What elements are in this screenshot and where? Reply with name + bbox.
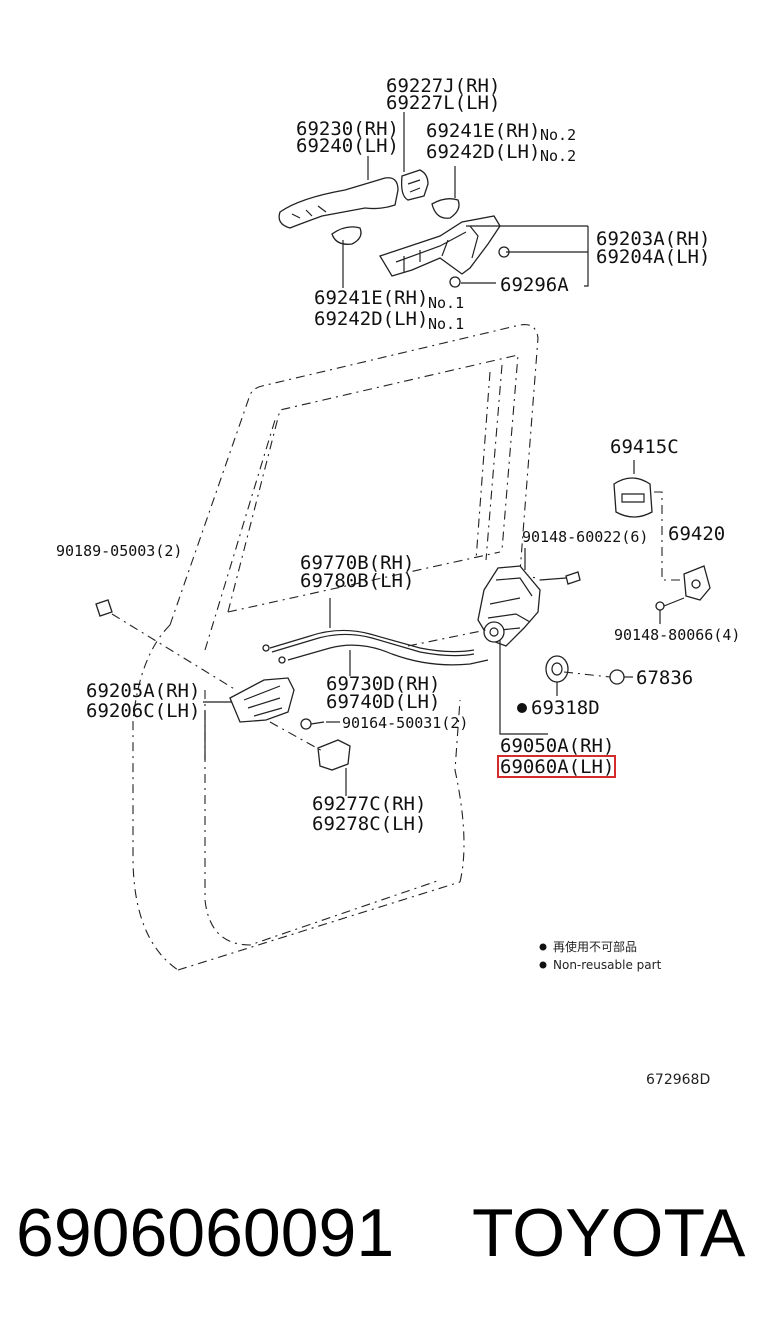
label-90148-80066: 90148-80066(4) bbox=[614, 626, 740, 644]
label-69278c: 69278C(LH) bbox=[312, 813, 426, 835]
legend-jp: 再使用不可部品 bbox=[553, 939, 637, 954]
label-69241e-top: 69241E(RH) bbox=[426, 120, 540, 142]
label-69242d-top: 69242D(LH) bbox=[426, 141, 540, 163]
highlight-box-69060a bbox=[497, 755, 616, 778]
label-69296a: 69296A bbox=[500, 274, 569, 296]
part-labels: 69227J(RH) 69227L(LH) 69230(RH) 69240(LH… bbox=[56, 75, 740, 835]
label-no1-b: No.1 bbox=[428, 315, 464, 333]
label-no2-a: No.2 bbox=[540, 126, 576, 144]
grommet-69318d bbox=[545, 655, 569, 683]
cap-67836 bbox=[609, 669, 625, 685]
handle-screw bbox=[300, 718, 312, 730]
label-69770b: 69770B(RH) bbox=[300, 552, 414, 574]
label-69241e-bot: 69241E(RH) bbox=[314, 287, 428, 309]
legend-dot-jp bbox=[539, 943, 547, 951]
label-90164: 90164-50031(2) bbox=[342, 714, 468, 732]
inside-handle-bezel bbox=[317, 739, 351, 771]
label-no1-a: No.1 bbox=[428, 294, 464, 312]
latch-bracket bbox=[654, 491, 711, 611]
legend-en: Non-reusable part bbox=[553, 958, 662, 972]
leader-lines bbox=[203, 112, 661, 796]
handle-pad-no2 bbox=[431, 198, 460, 219]
label-69277c: 69277C(RH) bbox=[312, 793, 426, 815]
label-69740d: 69740D(LH) bbox=[326, 691, 440, 713]
striker-plate bbox=[613, 460, 653, 518]
label-90148-60022: 90148-60022(6) bbox=[522, 528, 648, 546]
frame-bolt-2 bbox=[449, 276, 461, 288]
legend-dot-en bbox=[539, 961, 547, 969]
non-reusable-dot-69318d bbox=[517, 703, 527, 713]
label-69206c: 69206C(LH) bbox=[86, 700, 200, 722]
outside-handle bbox=[278, 177, 399, 229]
handle-pad-no1 bbox=[331, 226, 362, 245]
label-67836: 67836 bbox=[636, 667, 693, 689]
control-cables bbox=[262, 629, 489, 666]
footer-part-number: 6906060091 bbox=[16, 1195, 394, 1271]
label-69060a: 69060A(LH) bbox=[500, 756, 614, 778]
diagram-code: 672968D bbox=[646, 1072, 710, 1088]
label-no2-b: No.2 bbox=[540, 147, 576, 165]
bracket-screw bbox=[655, 601, 665, 611]
label-69230: 69230(RH) bbox=[296, 118, 399, 140]
label-69415c: 69415C bbox=[610, 436, 679, 458]
label-69050a: 69050A(RH) bbox=[500, 735, 614, 757]
label-69240: 69240(LH) bbox=[296, 135, 399, 157]
label-69730d: 69730D(RH) bbox=[326, 673, 440, 695]
label-69780b: 69780B(LH) bbox=[300, 570, 414, 592]
label-69318d: 69318D bbox=[531, 697, 600, 719]
door-outline bbox=[132, 323, 541, 971]
lock-screw bbox=[565, 571, 581, 585]
footer-brand: TOYOTA bbox=[472, 1195, 746, 1271]
handle-cover bbox=[400, 169, 429, 201]
label-69420: 69420 bbox=[668, 523, 725, 545]
label-90189: 90189-05003(2) bbox=[56, 542, 182, 560]
outside-handle-assembly bbox=[278, 169, 510, 288]
label-69227l: 69227L(LH) bbox=[386, 92, 500, 114]
label-69227j: 69227J(RH) bbox=[386, 75, 500, 97]
label-69242d-bot: 69242D(LH) bbox=[314, 308, 428, 330]
door-lock-assembly bbox=[477, 565, 581, 647]
clip-90189 bbox=[95, 599, 237, 691]
label-69205a: 69205A(RH) bbox=[86, 680, 200, 702]
label-69204a: 69204A(LH) bbox=[596, 246, 710, 268]
legend: 再使用不可部品 Non-reusable part bbox=[539, 939, 662, 972]
inside-handle bbox=[229, 677, 325, 730]
label-69203a: 69203A(RH) bbox=[596, 228, 710, 250]
